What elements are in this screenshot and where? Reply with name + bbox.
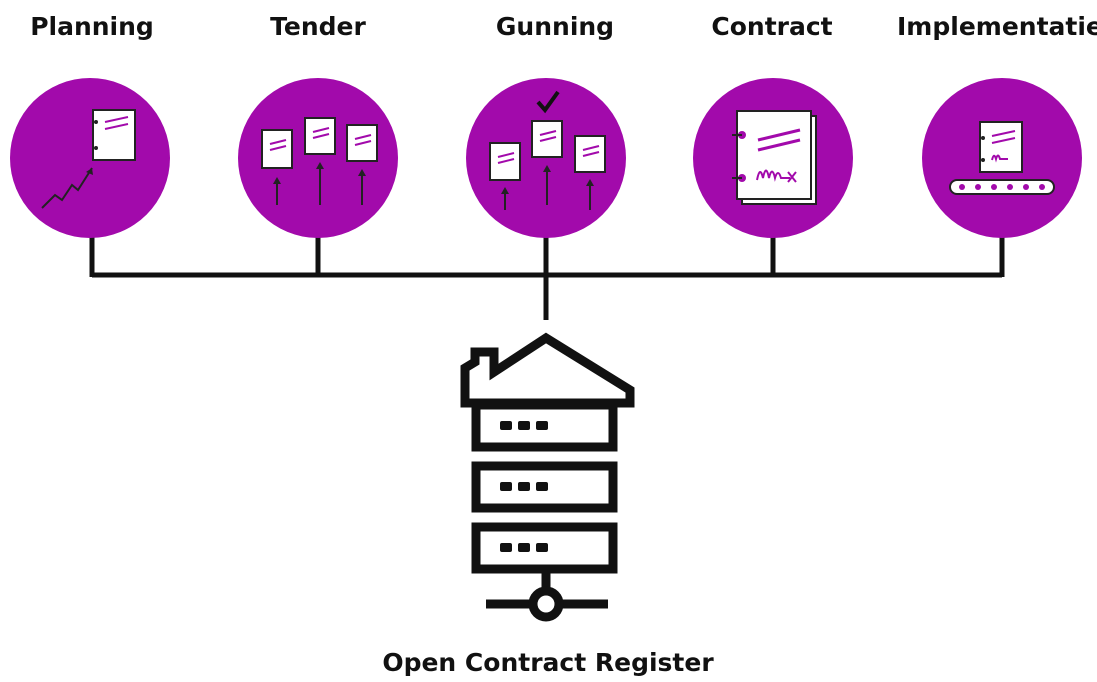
register-label: Open Contract Register <box>382 648 714 677</box>
award-check-icon <box>466 78 626 238</box>
stage-label-tender: Tender <box>270 12 366 41</box>
connector-lines <box>89 236 1005 320</box>
conveyor-document-icon <box>922 78 1082 238</box>
stage-label-contract: Contract <box>711 12 833 41</box>
planning-chart-icon <box>10 78 170 238</box>
tender-documents-icon <box>238 78 398 238</box>
stage-label-implementatie: Implementatie <box>897 12 1097 41</box>
stage-label-planning: Planning <box>30 12 154 41</box>
server-indicator-dots <box>500 421 548 552</box>
signed-contract-icon <box>693 78 853 238</box>
stage-label-gunning: Gunning <box>495 12 615 41</box>
server-house-icon <box>460 332 635 622</box>
